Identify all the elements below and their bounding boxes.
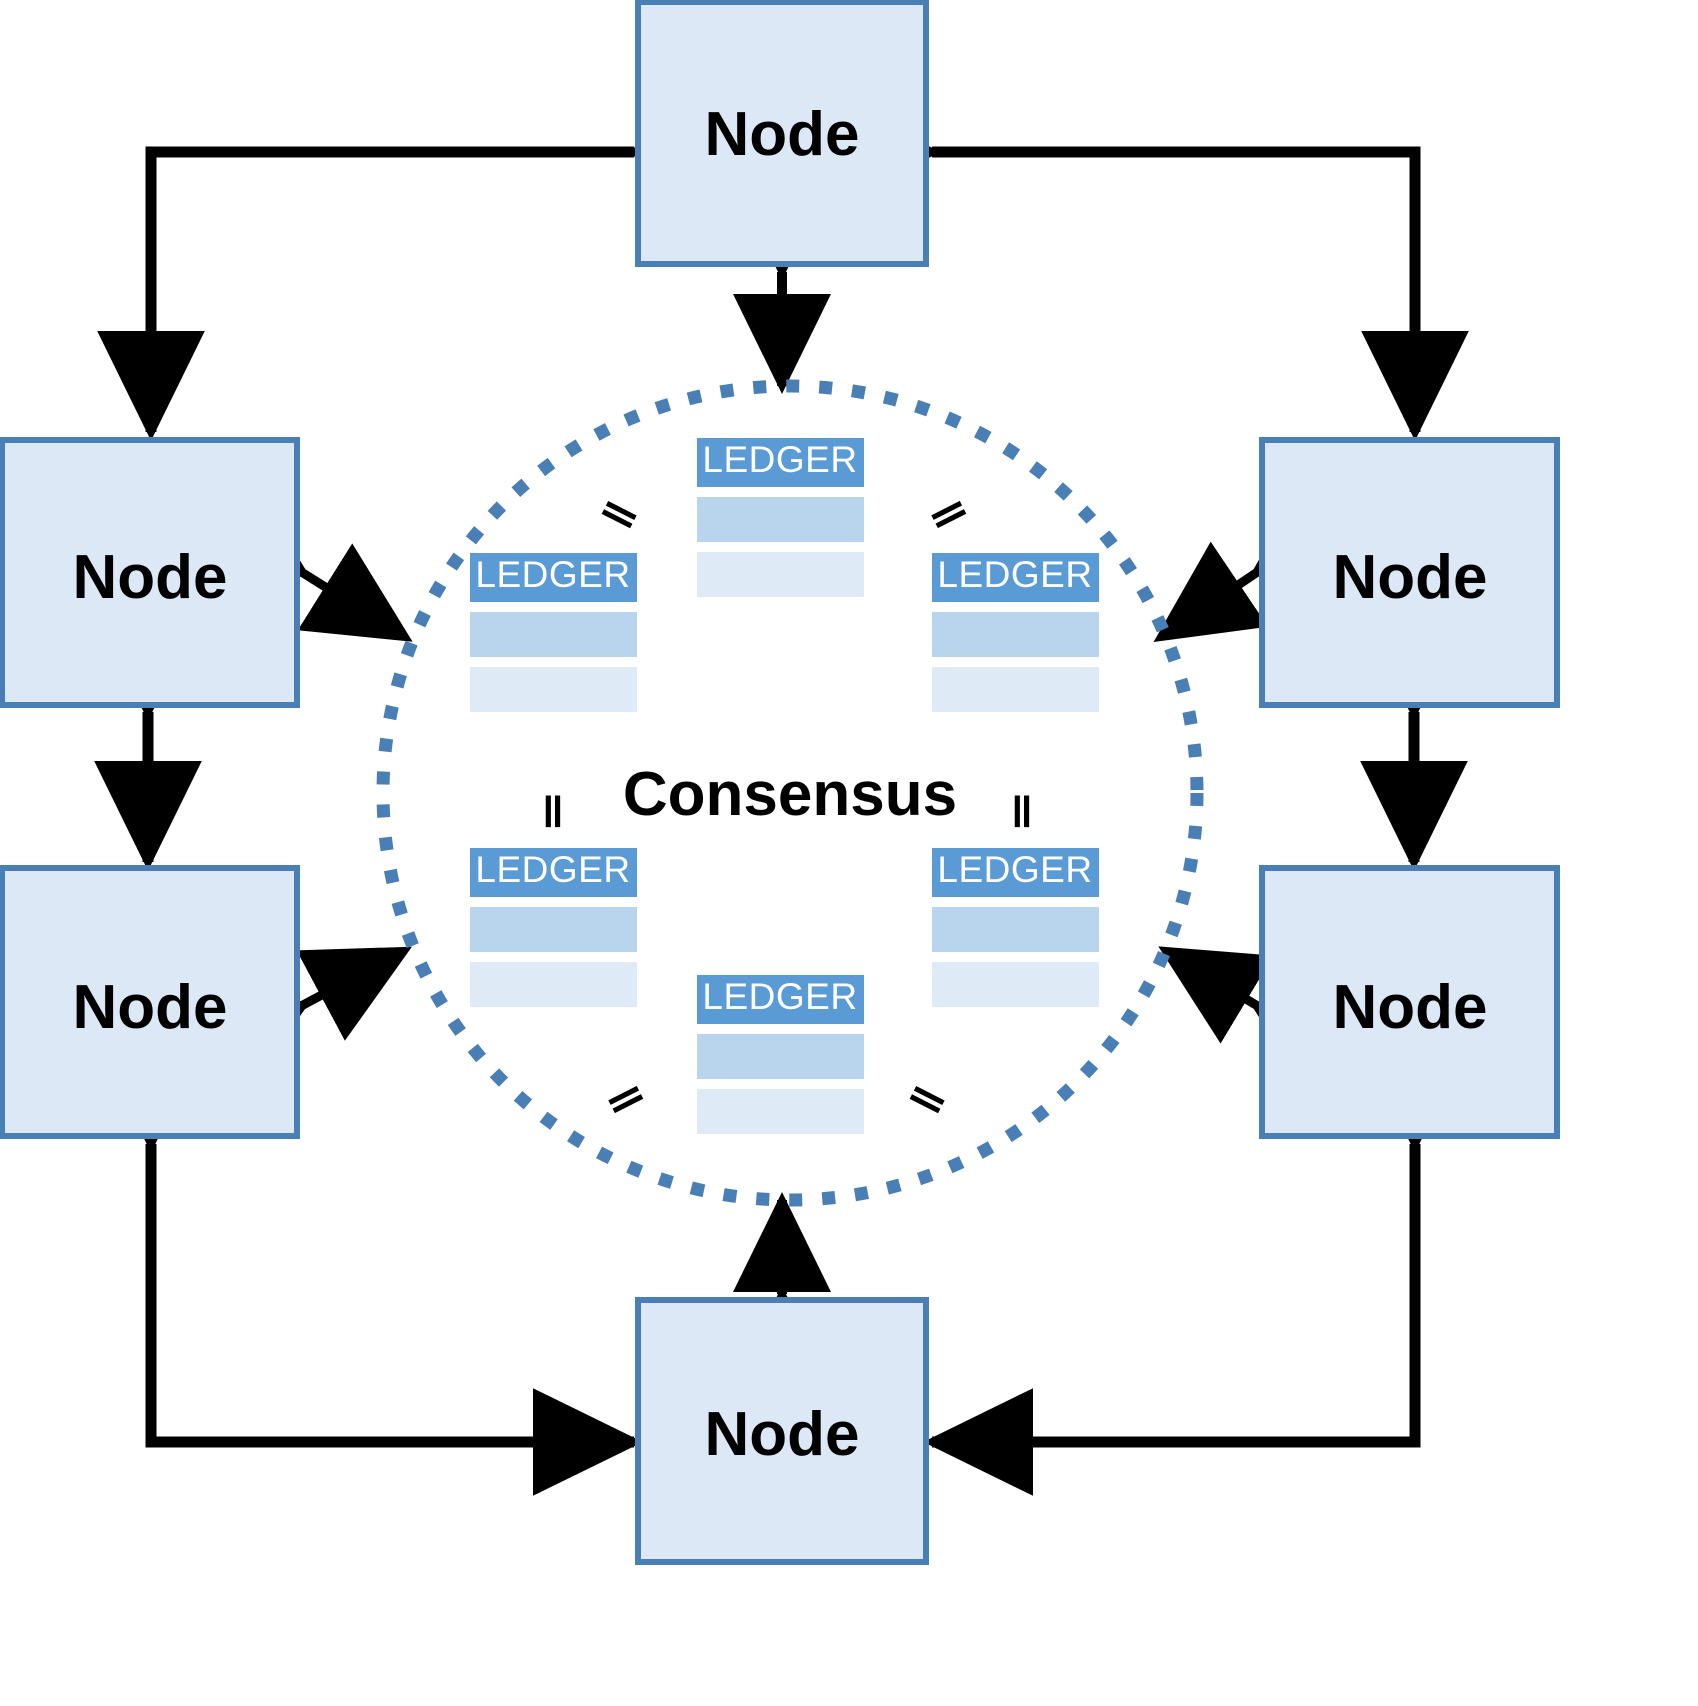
node-left-upper-box[interactable] — [0, 437, 300, 708]
node-right-upper-label: Node — [1333, 543, 1488, 612]
node-left-upper[interactable]: Node — [0, 437, 300, 708]
ledger-left-upper-label: LEDGER — [475, 554, 630, 595]
equals-mid-left-icon: ‖ — [542, 788, 564, 837]
ledger-top-label: LEDGER — [702, 439, 857, 480]
node-left-upper-label: Node — [73, 543, 228, 612]
link-leftlower-to-circle[interactable] — [195, 946, 412, 1095]
node-bottom[interactable]: Node — [635, 1297, 929, 1565]
ledger-left-lower-row-2 — [470, 962, 637, 1007]
ledger-right-upper-row-1 — [932, 612, 1099, 657]
link-leftlower-to-bottomnode[interactable] — [97, 1042, 643, 1496]
ledger-top[interactable]: LEDGER — [697, 438, 864, 597]
ledger-right-lower-label: LEDGER — [937, 849, 1092, 890]
equals-mid-right-icon: ‖ — [1011, 788, 1033, 837]
equals-top-left-icon: ‖ — [594, 494, 648, 536]
ledger-bottom[interactable]: LEDGER — [697, 975, 864, 1134]
node-top-box[interactable] — [635, 0, 929, 267]
nodes-layer: Node Node Node Node Node Node — [0, 0, 1560, 1565]
ledger-left-lower-header-bar — [470, 848, 637, 897]
node-top[interactable]: Node — [635, 0, 929, 267]
ledger-right-upper-label: LEDGER — [937, 554, 1092, 595]
node-right-upper[interactable]: Node — [1259, 437, 1560, 708]
ledger-right-lower-header-bar — [932, 848, 1099, 897]
link-rightlower-to-bottomnode[interactable] — [923, 1042, 1469, 1496]
node-right-lower-label: Node — [1333, 973, 1488, 1042]
equals-top-right-icon: ‖ — [921, 494, 975, 536]
equals-bottom-left-icon: ‖ — [598, 1079, 652, 1121]
link-rightupper-to-circle[interactable] — [1153, 477, 1364, 643]
ledger-bottom-row-1 — [697, 1034, 864, 1079]
node-bottom-box[interactable] — [635, 1297, 929, 1565]
node-left-lower[interactable]: Node — [0, 865, 300, 1139]
node-top-label: Node — [705, 100, 860, 169]
ledger-bottom-row-2 — [697, 1089, 864, 1134]
ledger-top-header-bar — [697, 438, 864, 487]
ledger-right-lower-row-2 — [932, 962, 1099, 1007]
ledger-right-upper[interactable]: LEDGER — [932, 553, 1099, 712]
node-right-lower-box[interactable] — [1259, 865, 1560, 1139]
ledger-right-lower-row-1 — [932, 907, 1099, 952]
link-leftupper-to-circle[interactable] — [195, 479, 413, 642]
ledgers-layer: LEDGER LEDGER LEDGER LEDGER — [470, 438, 1099, 1134]
link-rightlower-to-circle[interactable] — [1158, 946, 1364, 1098]
node-bottom-label: Node — [705, 1400, 860, 1469]
ledger-left-lower-row-1 — [470, 907, 637, 952]
node-right-upper-box[interactable] — [1259, 437, 1560, 708]
ledger-right-upper-header-bar — [932, 553, 1099, 602]
ledger-top-row-2 — [697, 552, 864, 597]
ledger-left-lower-label: LEDGER — [475, 849, 630, 890]
link-topnode-to-rightupper[interactable] — [830, 98, 1469, 441]
link-topnode-to-leftupper[interactable] — [97, 98, 736, 441]
consensus-circle — [376, 379, 1204, 1207]
ledger-left-lower[interactable]: LEDGER — [470, 848, 637, 1007]
ledger-left-upper-header-bar — [470, 553, 637, 602]
node-left-lower-box[interactable] — [0, 865, 300, 1139]
connections-layer — [94, 98, 1469, 1496]
consensus-label: Consensus — [623, 760, 957, 829]
ledger-left-upper-row-1 — [470, 612, 637, 657]
node-left-lower-label: Node — [73, 973, 228, 1042]
ledger-top-row-1 — [697, 497, 864, 542]
equals-bottom-right-icon: ‖ — [902, 1079, 956, 1121]
ledger-right-upper-row-2 — [932, 667, 1099, 712]
ledger-left-upper-row-2 — [470, 667, 637, 712]
ledger-bottom-label: LEDGER — [702, 976, 857, 1017]
ledger-left-upper[interactable]: LEDGER — [470, 553, 637, 712]
ledger-bottom-header-bar — [697, 975, 864, 1024]
node-right-lower[interactable]: Node — [1259, 865, 1560, 1139]
ledger-right-lower[interactable]: LEDGER — [932, 848, 1099, 1007]
